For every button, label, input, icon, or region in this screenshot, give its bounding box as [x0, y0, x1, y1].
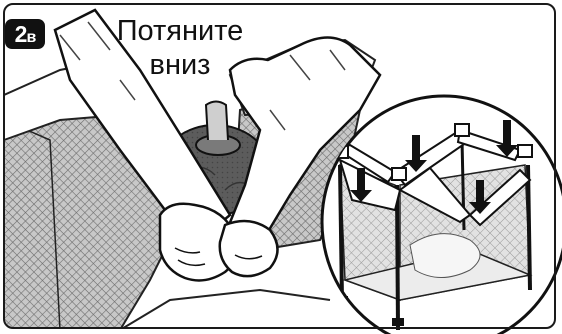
step-number: 2: [15, 21, 27, 47]
step-letter: в: [26, 29, 35, 46]
page-frame: [3, 3, 556, 329]
step-badge: 2в: [5, 19, 45, 49]
instruction-line-2: вниз: [100, 48, 260, 82]
instruction-text: Потяните вниз: [100, 14, 260, 82]
instruction-line-1: Потяните: [100, 14, 260, 48]
